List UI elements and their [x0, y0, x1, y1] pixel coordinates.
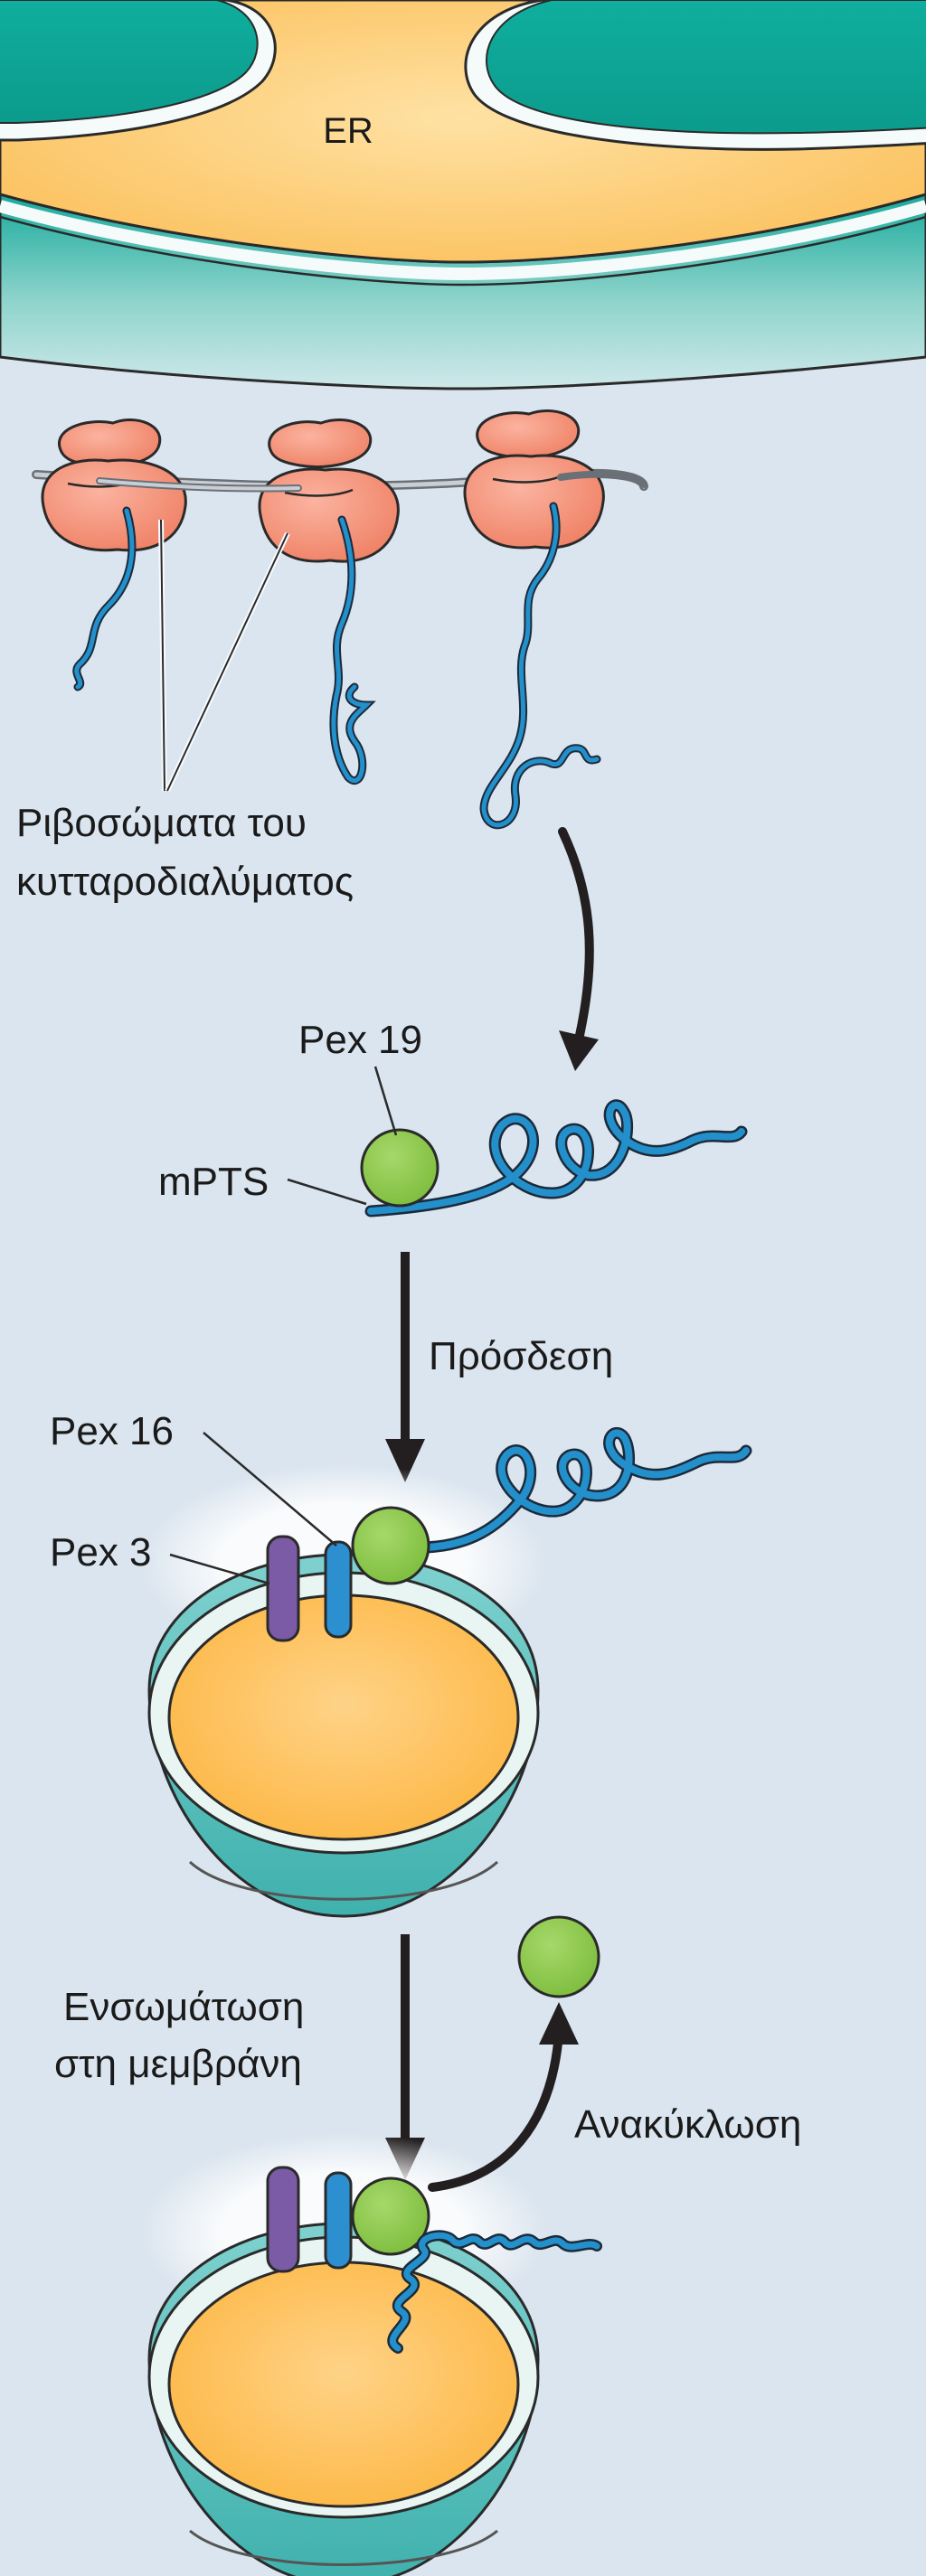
free-pex19-circle [517, 1915, 600, 1998]
recycling-arrow [428, 2029, 563, 2192]
pex16-label: Pex 16 [50, 1409, 174, 1453]
er-label: ER [323, 111, 373, 151]
pex3-label: Pex 3 [50, 1530, 152, 1575]
pex16-protein [324, 1540, 353, 1639]
binding-label: Πρόσδεση [429, 1334, 613, 1378]
pex19-circle [351, 2176, 430, 2256]
mpts-label: mPTS [158, 1160, 269, 1204]
ribosomes-label-line2: κυτταροδιαλύματος [16, 860, 354, 904]
nascent-polypeptide [479, 502, 601, 830]
er-membrane-highlight [0, 200, 926, 281]
pex16-protein [324, 2171, 353, 2270]
ribosome [463, 409, 605, 550]
pex19-label: Pex 19 [298, 1018, 422, 1062]
endoplasmic-reticulum: ER [0, 0, 926, 390]
pex19-circle [351, 1506, 430, 1585]
insertion-label-line1: Ενσωμάτωση [63, 1985, 304, 2029]
insertion-label-line2: στη μεμβράνη [54, 2042, 302, 2086]
ribosomes-label-line1: Ριβοσώματα του [16, 801, 307, 845]
pex3-protein [266, 2166, 300, 2273]
peroxisome-inserted [140, 2133, 602, 2576]
polysome [32, 409, 648, 830]
release-arrow [558, 827, 594, 1044]
pex19-protein-complex [360, 1099, 748, 1217]
nascent-polypeptide [329, 515, 376, 785]
pex3-protein [266, 1535, 300, 1642]
peroxisome-matrix [167, 2261, 520, 2508]
pex19-circle [360, 1128, 439, 1208]
nascent-polypeptide [72, 506, 137, 691]
peroxisome-docking [140, 1427, 752, 1918]
recycling-label: Ανακύκλωση [574, 2102, 801, 2147]
ribosome [258, 418, 400, 563]
